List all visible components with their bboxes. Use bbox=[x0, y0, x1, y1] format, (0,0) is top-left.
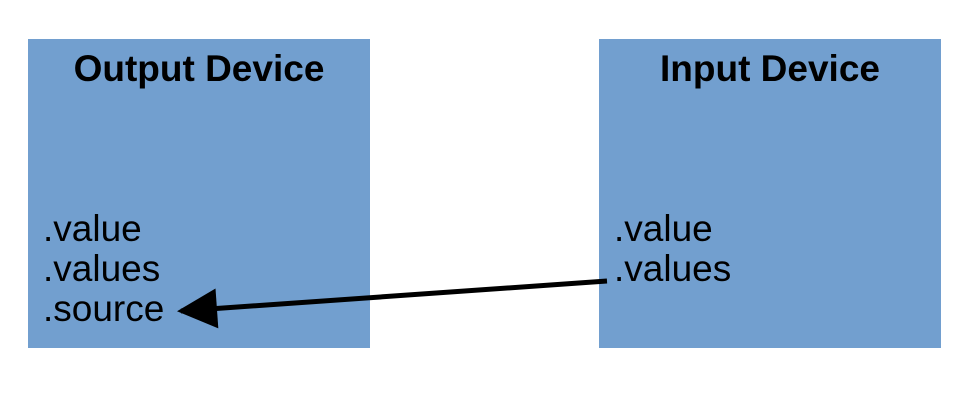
input-property-values: .values bbox=[614, 248, 732, 289]
input-device-properties: .value .values bbox=[614, 209, 935, 289]
input-device-box: Input Device .value .values bbox=[599, 39, 941, 348]
output-device-title: Output Device bbox=[73, 48, 325, 89]
output-device-box: Output Device .value .values .source bbox=[28, 39, 370, 348]
output-property-value: .value bbox=[43, 208, 142, 249]
input-device-title: Input Device bbox=[660, 48, 880, 89]
output-property-source: .source bbox=[43, 288, 165, 329]
output-property-values: .values bbox=[43, 248, 161, 289]
output-device-properties: .value .values .source bbox=[43, 209, 364, 329]
input-property-value: .value bbox=[614, 208, 713, 249]
